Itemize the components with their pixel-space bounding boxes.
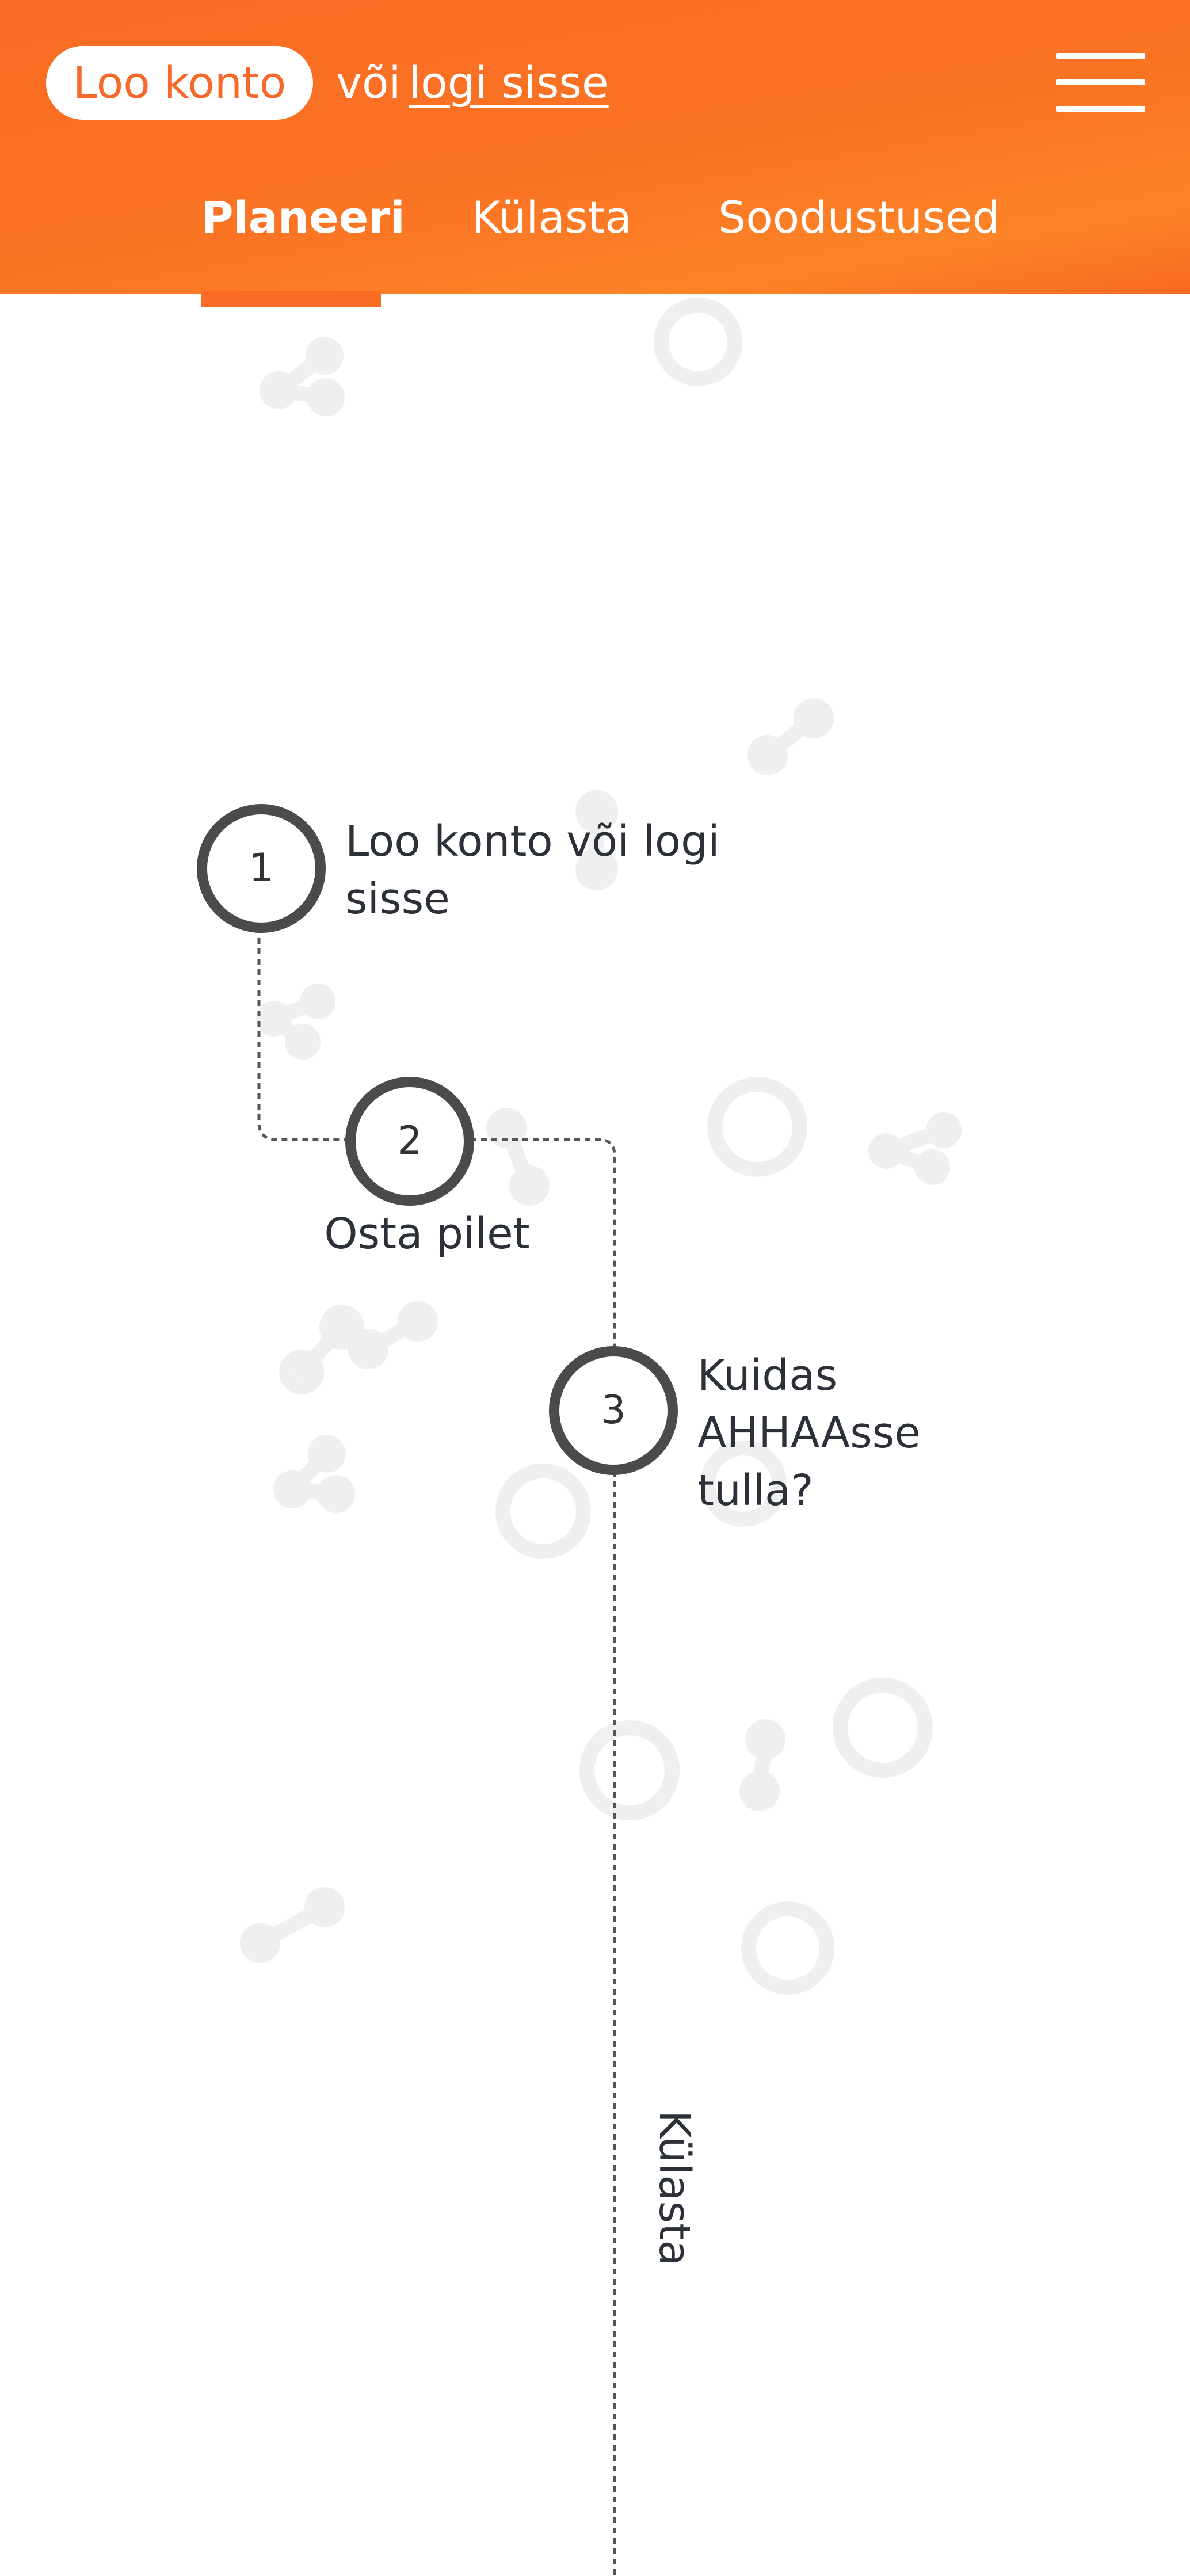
step-1-circle[interactable]: 1 <box>197 804 326 933</box>
link-decoration <box>348 1301 438 1369</box>
login-link[interactable]: logi sisse <box>409 57 609 108</box>
ring-decoration <box>654 298 742 386</box>
tab-planeeri[interactable]: Planeeri <box>201 192 405 243</box>
link-decoration <box>747 698 834 775</box>
step-3-circle[interactable]: 3 <box>549 1346 678 1475</box>
header: Loo konto või logi sisse Planeeri Külast… <box>0 0 1190 294</box>
ring-decoration <box>495 1464 591 1559</box>
section-label-kulasta: Külasta <box>650 2110 699 2266</box>
link-decoration <box>739 1719 785 1811</box>
step-2-circle[interactable]: 2 <box>345 1077 474 1206</box>
or-text: või <box>336 57 401 108</box>
create-account-button[interactable]: Loo konto <box>46 46 313 120</box>
link-decoration <box>486 1108 550 1206</box>
link-decoration <box>279 1305 364 1394</box>
link-decoration <box>260 337 345 416</box>
ring-decoration <box>707 1077 807 1177</box>
ring-decoration <box>741 1901 834 1995</box>
step-2-label[interactable]: Osta pilet <box>324 1209 530 1259</box>
link-decoration <box>240 1887 345 1963</box>
hamburger-icon[interactable] <box>1056 53 1145 112</box>
link-decoration <box>868 1112 962 1185</box>
step-3-label[interactable]: Kuidas AHHAAsse tulla? <box>697 1351 921 1515</box>
link-decoration <box>256 984 335 1060</box>
link-decoration <box>273 1435 355 1513</box>
tab-kulasta[interactable]: Külasta <box>472 192 632 243</box>
tab-soodustused[interactable]: Soodustused <box>718 192 1000 243</box>
ring-decoration <box>833 1678 933 1778</box>
step-1-label[interactable]: Loo konto või logi sisse <box>345 817 720 924</box>
ring-decoration <box>579 1720 680 1820</box>
active-tab-indicator <box>201 291 381 307</box>
